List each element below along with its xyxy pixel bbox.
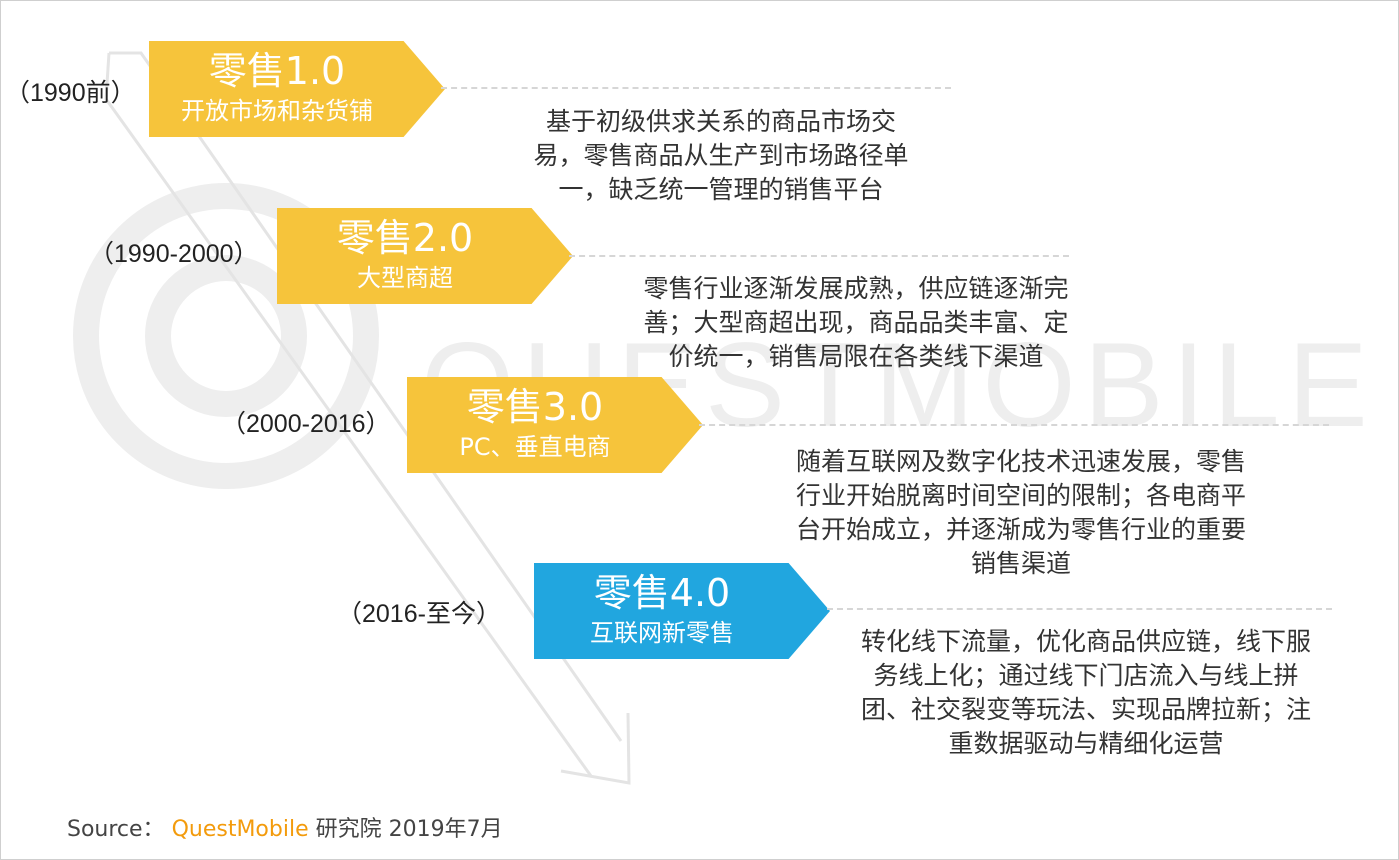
stage-description: 转化线下流量，优化商品供应链，线下服 务线上化；通过线下门店流入与线上拼 团、社… bbox=[831, 625, 1341, 761]
stage-period: （1990-2000） bbox=[89, 240, 259, 268]
stage-chevron: 零售4.0 互联网新零售 bbox=[534, 563, 830, 659]
description-line: 转化线下流量，优化商品供应链，线下服 bbox=[860, 627, 1311, 656]
source-detail: 研究院 2019年7月 bbox=[315, 817, 503, 842]
stage-chevron: 零售1.0 开放市场和杂货铺 bbox=[149, 41, 445, 137]
description-line: 行业开始脱离时间空间的限制；各电商平 bbox=[795, 481, 1246, 510]
stage-chevron: 零售2.0 大型商超 bbox=[277, 208, 573, 304]
stage-description: 随着互联网及数字化技术迅速发展，零售 行业开始脱离时间空间的限制；各电商平 台开… bbox=[761, 445, 1281, 581]
source-label: Source： bbox=[67, 817, 165, 842]
stage-title: 零售2.0 bbox=[336, 216, 474, 260]
stage-description: 零售行业逐渐发展成熟，供应链逐渐完 善；大型商超出现，商品品类丰富、定 价统一，… bbox=[601, 272, 1111, 374]
description-line: 善；大型商超出现，商品品类丰富、定 bbox=[643, 308, 1069, 337]
description-line: 销售渠道 bbox=[970, 549, 1071, 578]
description-line: 基于初级供求关系的商品市场交 bbox=[545, 107, 896, 136]
stage-subtitle: PC、垂直电商 bbox=[459, 433, 611, 461]
stage-period: （2000-2016） bbox=[221, 410, 391, 438]
description-line: 重数据驱动与精细化运营 bbox=[948, 729, 1224, 758]
stage-title: 零售4.0 bbox=[593, 571, 731, 615]
description-line: 团、社交裂变等玩法、实现品牌拉新；注 bbox=[860, 695, 1311, 724]
stage-dashed-line bbox=[569, 255, 1069, 257]
description-line: 易，零售商品从生产到市场路径单 bbox=[533, 141, 909, 170]
stage-dashed-line bbox=[699, 424, 1329, 426]
stage-dashed-line bbox=[441, 87, 951, 89]
description-line: 价统一，销售局限在各类线下渠道 bbox=[668, 342, 1044, 371]
source-brand: QuestMobile bbox=[171, 817, 309, 842]
stage-period: （2016-至今） bbox=[337, 600, 501, 628]
stage-description: 基于初级供求关系的商品市场交 易，零售商品从生产到市场路径单 一，缺乏统一管理的… bbox=[491, 105, 951, 207]
description-line: 务线上化；通过线下门店流入与线上拼 bbox=[873, 661, 1299, 690]
stage-title: 零售1.0 bbox=[208, 49, 346, 93]
stage-subtitle: 开放市场和杂货铺 bbox=[181, 97, 373, 125]
description-line: 零售行业逐渐发展成熟，供应链逐渐完 bbox=[643, 274, 1069, 303]
stage-chevron: 零售3.0 PC、垂直电商 bbox=[407, 377, 703, 473]
stage-title: 零售3.0 bbox=[466, 385, 604, 429]
description-line: 台开始成立，并逐渐成为零售行业的重要 bbox=[795, 515, 1246, 544]
stage-subtitle: 互联网新零售 bbox=[590, 619, 734, 647]
stage-dashed-line bbox=[827, 608, 1332, 610]
description-line: 随着互联网及数字化技术迅速发展，零售 bbox=[795, 447, 1246, 476]
stage-subtitle: 大型商超 bbox=[357, 264, 453, 292]
diagonal-arrow-icon bbox=[104, 51, 631, 785]
stage-period: （1990前） bbox=[5, 79, 136, 107]
source-line: Source： QuestMobile 研究院 2019年7月 bbox=[67, 811, 503, 843]
description-line: 一，缺乏统一管理的销售平台 bbox=[558, 175, 884, 204]
